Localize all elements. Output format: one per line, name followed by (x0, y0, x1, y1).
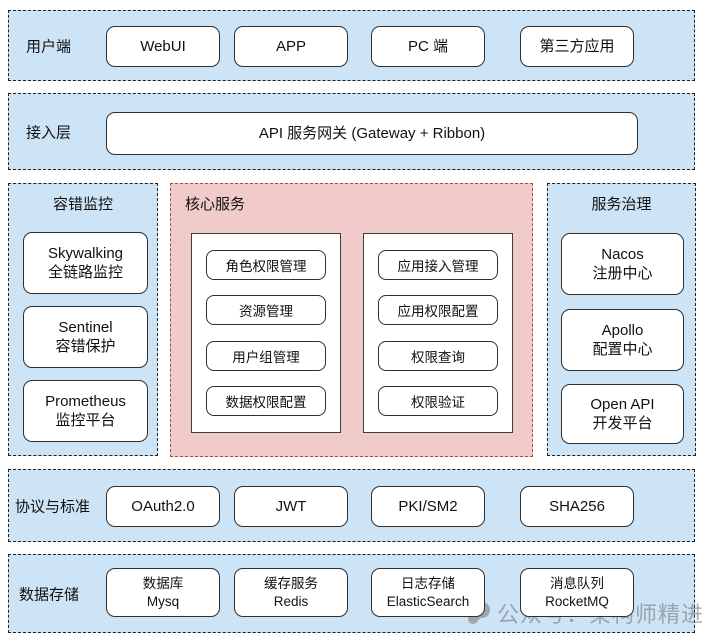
node-api-gateway-label: API 服务网关 (Gateway + Ribbon) (258, 124, 486, 142)
pill-app-access: 应用接入管理 (378, 249, 498, 280)
node-jwt: JWT (234, 486, 348, 527)
node-third-party: 第三方应用 (520, 26, 634, 67)
monitoring-column-header: 容错监控 (52, 196, 113, 213)
pill-resource-mgmt: 资源管理 (206, 295, 326, 326)
node-redis-line2: Redis (273, 593, 309, 609)
node-sentinel-line2: 容错保护 (55, 338, 116, 355)
node-redis: 缓存服务 Redis (234, 568, 348, 617)
pill-data-permission: 数据权限配置 (206, 386, 326, 417)
node-redis-line1: 缓存服务 (264, 575, 318, 591)
node-app: APP (234, 26, 348, 67)
client-band: 用户端 WebUI APP PC 端 第三方应用 (8, 10, 695, 81)
node-sentinel-line1: Sentinel (58, 318, 113, 336)
pill-role-permission: 角色权限管理 (206, 249, 326, 280)
protocol-band-label: 协议与标准 (15, 498, 91, 515)
node-skywalking-line1: Skywalking (47, 244, 124, 262)
governance-column-header: 服务治理 (591, 196, 652, 213)
core-services-area: 核心服务 角色权限管理 资源管理 用户组管理 数据权限配置 应用接入管理 应用权… (170, 183, 533, 457)
node-openapi: Open API 开发平台 (561, 384, 684, 444)
core-group-permission-mgmt: 角色权限管理 资源管理 用户组管理 数据权限配置 (191, 233, 341, 433)
node-openapi-line2: 开发平台 (592, 415, 653, 432)
node-pki-sm2-label: PKI/SM2 (398, 497, 458, 515)
storage-band: 数据存储 数据库 Mysq 缓存服务 Redis 日志存储 ElasticSea… (8, 554, 695, 633)
node-elasticsearch-line1: 日志存储 (401, 575, 455, 591)
node-rocketmq-line1: 消息队列 (550, 575, 604, 591)
core-services-header: 核心服务 (185, 196, 246, 213)
node-prometheus: Prometheus 监控平台 (23, 380, 148, 442)
node-sentinel: Sentinel 容错保护 (23, 306, 148, 368)
node-rocketmq: 消息队列 RocketMQ (520, 568, 634, 617)
pill-permission-verify: 权限验证 (378, 386, 498, 417)
client-band-label: 用户端 (26, 38, 72, 55)
node-sha256-label: SHA256 (549, 497, 605, 515)
node-skywalking-line2: 全链路监控 (47, 264, 123, 281)
node-api-gateway: API 服务网关 (Gateway + Ribbon) (106, 112, 638, 155)
node-apollo-line2: 配置中心 (592, 341, 653, 358)
node-webui-label: WebUI (140, 37, 186, 55)
node-oauth2: OAuth2.0 (106, 486, 220, 527)
access-band: 接入层 API 服务网关 (Gateway + Ribbon) (8, 93, 695, 170)
node-third-party-label: 第三方应用 (539, 37, 615, 55)
node-nacos: Nacos 注册中心 (561, 233, 684, 295)
node-nacos-line2: 注册中心 (592, 265, 653, 282)
storage-band-label: 数据存储 (19, 586, 80, 603)
pill-app-permission: 应用权限配置 (378, 295, 498, 326)
pill-usergroup-mgmt: 用户组管理 (206, 340, 326, 371)
node-jwt-label: JWT (275, 497, 307, 515)
node-sha256: SHA256 (520, 486, 634, 527)
node-prometheus-line1: Prometheus (45, 392, 126, 410)
node-skywalking: Skywalking 全链路监控 (23, 232, 148, 294)
node-prometheus-line2: 监控平台 (55, 412, 116, 429)
node-mysql-line1: 数据库 (142, 575, 184, 591)
node-apollo: Apollo 配置中心 (561, 309, 684, 371)
governance-column: 服务治理 Nacos 注册中心 Apollo 配置中心 Open API 开发平… (547, 183, 696, 456)
node-elasticsearch-line2: ElasticSearch (386, 593, 470, 609)
node-nacos-line1: Nacos (601, 245, 644, 263)
node-oauth2-label: OAuth2.0 (131, 497, 195, 515)
node-rocketmq-line2: RocketMQ (545, 593, 609, 609)
node-app-label: APP (275, 37, 306, 55)
node-mysql: 数据库 Mysq (106, 568, 220, 617)
node-mysql-line2: Mysq (146, 593, 180, 609)
node-openapi-line1: Open API (590, 395, 655, 413)
node-webui: WebUI (106, 26, 220, 67)
node-apollo-line1: Apollo (601, 321, 644, 339)
node-pc-label: PC 端 (407, 37, 448, 55)
protocol-band: 协议与标准 OAuth2.0 JWT PKI/SM2 SHA256 (8, 469, 695, 542)
node-elasticsearch: 日志存储 ElasticSearch (371, 568, 485, 617)
monitoring-column: 容错监控 Skywalking 全链路监控 Sentinel 容错保护 Prom… (8, 183, 158, 456)
pill-permission-query: 权限查询 (378, 340, 498, 371)
node-pc: PC 端 (371, 26, 485, 67)
access-band-label: 接入层 (26, 124, 72, 141)
core-group-app-access: 应用接入管理 应用权限配置 权限查询 权限验证 (363, 233, 513, 433)
node-pki-sm2: PKI/SM2 (371, 486, 485, 527)
